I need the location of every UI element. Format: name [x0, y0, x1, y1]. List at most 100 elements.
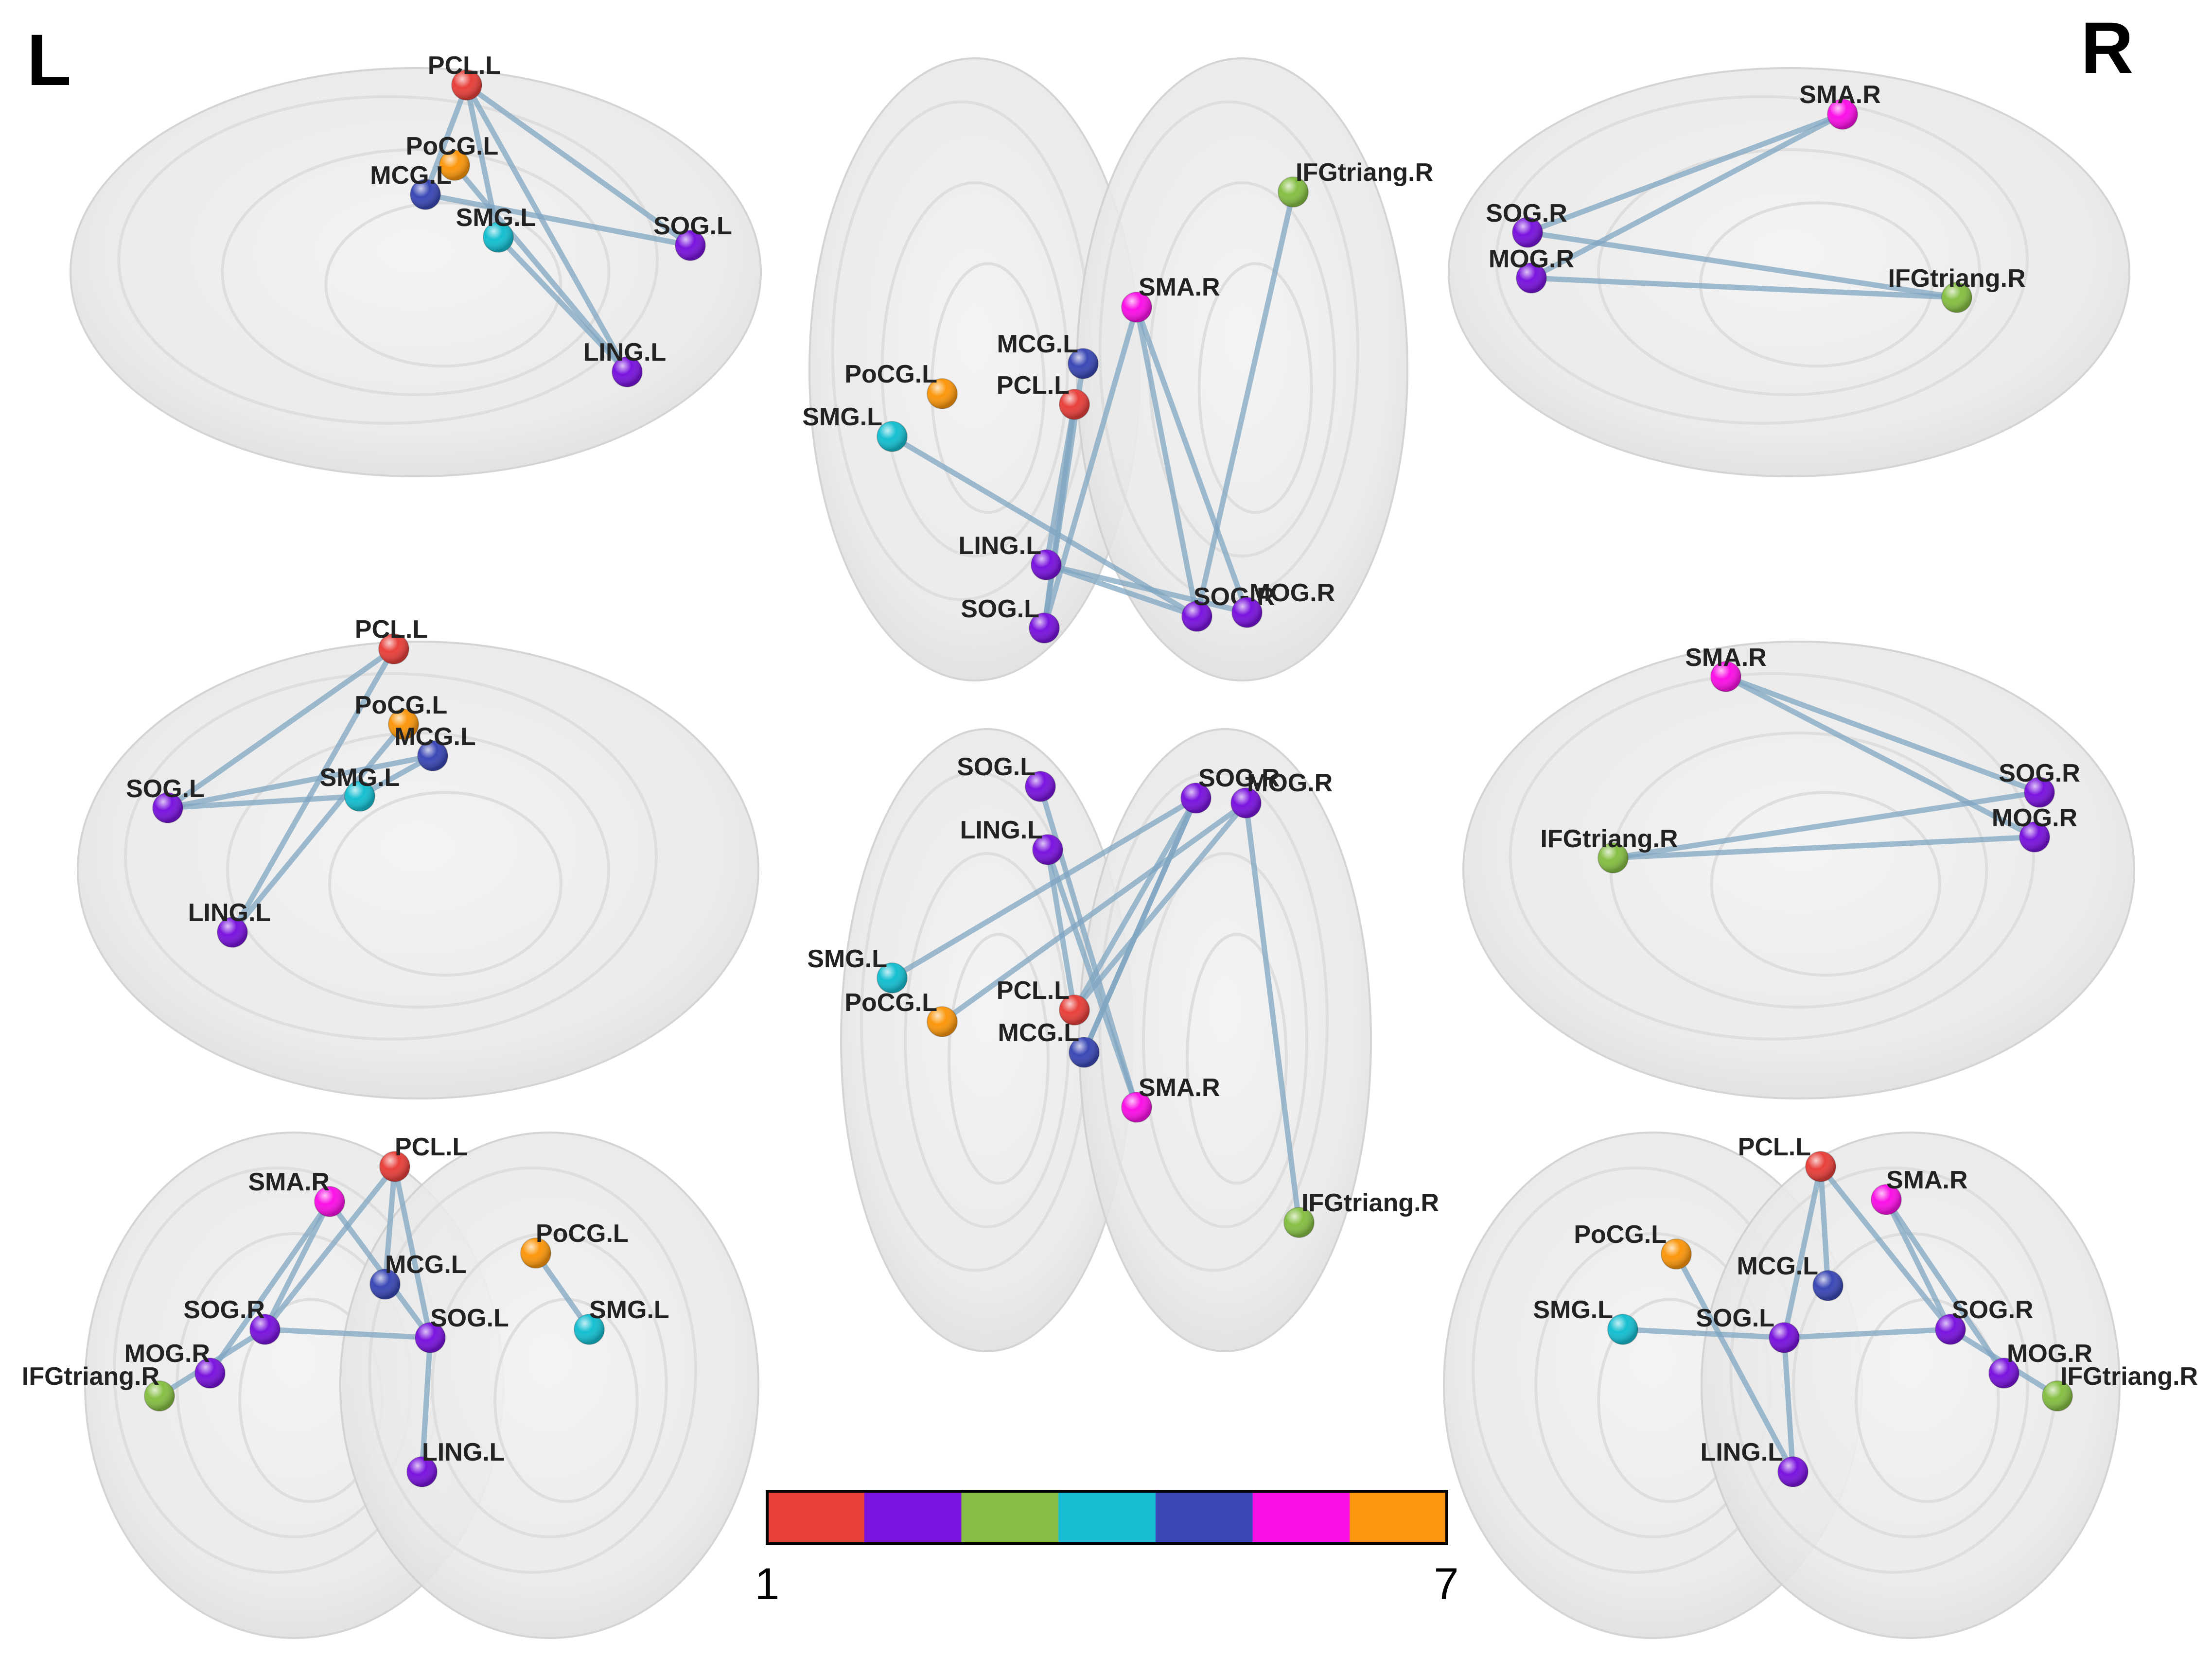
node-sphere-shading [1069, 1037, 1099, 1067]
node-label: SOG.L [126, 775, 205, 803]
node-sphere-shading [217, 917, 247, 947]
node-sphere-shading [1284, 1207, 1314, 1238]
node-sphere-shading [1769, 1323, 1799, 1353]
edge-ventral-SMG.L-SOG.R [889, 795, 1199, 981]
brain-shell-posterior-2 [1701, 1132, 2121, 1639]
node-label: MCG.L [394, 723, 476, 751]
node-anterior-PCL.L: PCL.L [379, 1133, 468, 1182]
node-label: IFGtriang.R [22, 1362, 159, 1391]
brain-contour [1142, 852, 1308, 1228]
node-dorsal-IFGtriang.R: IFGtriang.R [1278, 158, 1433, 208]
edge-ventral-SOG.R-MCG.L [1081, 795, 1199, 1055]
node-left-lateral-LING.L: LING.L [583, 338, 666, 387]
node-sphere-shading [1516, 263, 1546, 293]
node-sphere-shading [1025, 771, 1055, 802]
node-posterior-SMG.L: SMG.L [1533, 1296, 1638, 1345]
brain-contour [1710, 791, 1941, 977]
edge-left-medial-SOG.L-SMG.L [165, 793, 363, 811]
brain-shell-anterior-2 [339, 1132, 759, 1639]
node-label: SOG.L [957, 753, 1036, 781]
node-sphere-shading [407, 1457, 437, 1487]
node-sphere-shading [1935, 1314, 1966, 1344]
edge-left-medial-PCL.L-LING.L [229, 646, 397, 935]
node-sphere-shading [415, 1323, 445, 1353]
node-anterior-MCG.L: MCG.L [369, 1251, 467, 1300]
node-sphere-shading [1029, 613, 1059, 643]
node-label: LING.L [583, 338, 666, 366]
colorbar-segment-5 [1155, 1491, 1253, 1544]
node-label: SOG.L [961, 595, 1039, 623]
node-dorsal-MOG.R: MOG.R [1231, 579, 1335, 628]
node-label: SMA.R [1685, 644, 1767, 672]
node-dorsal-PoCG.L: PoCG.L [844, 360, 958, 409]
brain-contour [368, 1166, 697, 1574]
node-left-medial-PCL.L: PCL.L [355, 615, 428, 664]
brain-contour [1597, 148, 1981, 396]
node-label: PCL.L [997, 976, 1070, 1005]
edge-right-medial-MOG.R-IFGtriang.R [1610, 834, 2037, 861]
edge-posterior-PCL.L-MCG.L [1818, 1164, 1831, 1289]
node-label: MCG.L [998, 1019, 1079, 1047]
node-left-medial-SMG.L: SMG.L [320, 764, 400, 812]
node-sphere-shading [153, 793, 183, 823]
edge-ventral-MOG.R-PCL.L [1071, 800, 1249, 1013]
node-label: SOG.R [1952, 1296, 2034, 1324]
node-sphere-shading [483, 222, 513, 252]
edge-anterior-SMA.R-MOG.R [207, 1199, 333, 1376]
node-dorsal-SMA.R: SMA.R [1121, 273, 1220, 323]
brain-contour [1729, 1166, 2059, 1574]
node-label: SMA.R [1139, 273, 1220, 301]
node-posterior-SMA.R: SMA.R [1871, 1166, 1968, 1215]
colorbar-segment-7 [1350, 1491, 1447, 1544]
node-ventral-SMG.L: SMG.L [807, 945, 908, 994]
node-sphere-shading [452, 70, 482, 100]
edge-right-lateral-SMA.R-MOG.R [1528, 111, 1845, 281]
edge-anterior-SMA.R-SOG.L [327, 1199, 433, 1341]
edge-anterior-SOG.L-LING.L [419, 1335, 433, 1475]
brain-contour [226, 732, 610, 1009]
node-sphere-shading [521, 1238, 551, 1268]
edge-anterior-PoCG.L-SMG.L [533, 1250, 592, 1332]
node-label: SOG.R [1198, 764, 1280, 792]
node-sphere-shading [379, 634, 409, 664]
brain-contour [328, 791, 562, 977]
node-right-lateral-SMA.R: SMA.R [1799, 81, 1881, 130]
node-label: PCL.L [1738, 1133, 1811, 1161]
node-sphere-shading [1068, 349, 1098, 379]
edge-right-medial-SOG.R-IFGtriang.R [1610, 789, 2042, 861]
node-left-medial-LING.L: LING.L [188, 899, 271, 948]
node-right-medial-SMA.R: SMA.R [1685, 644, 1767, 692]
edge-posterior-SMA.R-SOG.R [1883, 1197, 1953, 1332]
node-right-medial-SOG.R: SOG.R [1999, 759, 2080, 808]
node-left-medial-PoCG.L: PoCG.L [355, 691, 447, 740]
node-ventral-SOG.R: SOG.R [1180, 764, 1280, 814]
node-label: PoCG.L [406, 132, 499, 160]
node-anterior-SOG.R: SOG.R [183, 1296, 281, 1345]
node-sphere-shading [439, 150, 470, 180]
left-hemisphere-letter: L [27, 19, 71, 101]
node-label: IFGtriang.R [1301, 1189, 1439, 1217]
node-right-lateral-MOG.R: MOG.R [1489, 245, 1574, 294]
node-sphere-shading [2024, 777, 2054, 807]
node-anterior-MOG.R: MOG.R [124, 1340, 226, 1389]
node-sphere-shading [388, 709, 419, 739]
node-label: MCG.L [385, 1251, 467, 1279]
brain-contour [324, 201, 562, 368]
node-right-lateral-SOG.R: SOG.R [1486, 199, 1567, 248]
node-label: PCL.L [355, 615, 428, 644]
node-sphere-shading [1181, 783, 1211, 813]
edge-posterior-SOG.L-LING.L [1781, 1335, 1796, 1475]
node-label: SMA.R [1886, 1166, 1968, 1194]
node-label: PCL.L [997, 371, 1070, 400]
node-ventral-LING.L: LING.L [960, 816, 1063, 865]
node-sphere-shading [1232, 597, 1262, 628]
node-label: MOG.R [1489, 245, 1574, 273]
node-anterior-SMG.L: SMG.L [574, 1296, 669, 1345]
edge-left-medial-PCL.L-SOG.L [165, 646, 397, 811]
colorbar-frame [766, 1490, 1448, 1545]
edge-right-lateral-SMA.R-SOG.R [1525, 111, 1845, 235]
brain-contour [880, 181, 1069, 558]
node-sphere-shading [927, 379, 957, 409]
node-left-lateral-PCL.L: PCL.L [428, 52, 501, 101]
